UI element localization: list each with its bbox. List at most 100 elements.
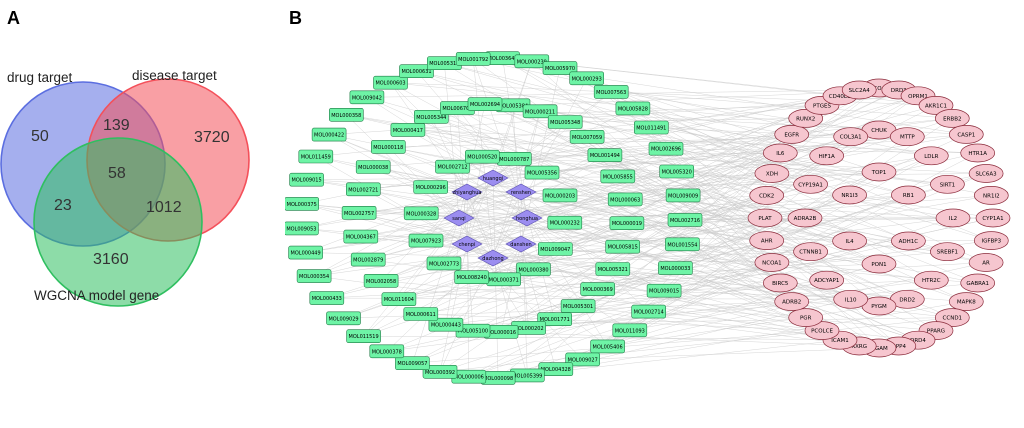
target-node[interactable]: ADCYAP1 — [809, 270, 845, 290]
compound-node[interactable]: MOL011491 — [633, 120, 669, 135]
compound-node[interactable]: MOL004367 — [343, 229, 379, 244]
target-node[interactable]: EGFR — [774, 125, 810, 144]
compound-node[interactable]: MOL000417 — [390, 123, 426, 137]
herb-node[interactable]: chenpi — [451, 235, 483, 253]
target-node[interactable]: IL2 — [935, 208, 971, 228]
target-node[interactable]: ADH1C — [891, 231, 926, 251]
target-node[interactable]: AR — [968, 253, 1004, 272]
compound-node[interactable]: MOL009057 — [395, 356, 430, 371]
compound-node[interactable]: MOL000354 — [296, 269, 332, 283]
compound-node[interactable]: MOL000016 — [483, 324, 519, 339]
target-node[interactable]: CYP19A1 — [793, 174, 828, 194]
target-node[interactable]: SIRT1 — [930, 174, 965, 194]
compound-node[interactable]: MOL002757 — [341, 206, 377, 220]
target-node[interactable]: NCOA1 — [754, 253, 790, 272]
compound-node[interactable]: MOL005301 — [560, 299, 596, 313]
target-node[interactable]: SREBF1 — [930, 242, 965, 262]
target-node[interactable]: AKR1C1 — [918, 96, 954, 115]
target-node[interactable]: SLC2A4 — [841, 80, 877, 100]
compound-node[interactable]: MOL000038 — [355, 160, 391, 174]
compound-node[interactable]: MOL011519 — [346, 329, 381, 344]
compound-node[interactable]: MOL011093 — [612, 323, 648, 338]
compound-node[interactable]: MOL009027 — [565, 352, 601, 367]
target-node[interactable]: LDLR — [913, 146, 949, 166]
compound-node[interactable]: MOL005344 — [414, 110, 449, 124]
compound-node[interactable]: MOL005406 — [590, 339, 625, 354]
compound-node[interactable]: MOL000631 — [399, 64, 434, 78]
target-node[interactable]: PCOLCE — [804, 321, 840, 340]
compound-node[interactable]: MOL000369 — [580, 282, 616, 296]
target-node[interactable]: NR1I2 — [973, 186, 1009, 205]
compound-node[interactable]: MOL000433 — [309, 291, 345, 305]
compound-node[interactable]: MOL000378 — [369, 344, 405, 359]
compound-node[interactable]: MOL009015 — [646, 283, 682, 298]
herb-node[interactable]: zhiyanghua — [451, 183, 483, 201]
compound-node[interactable]: MOL005321 — [595, 262, 631, 276]
compound-node[interactable]: MOL000033 — [658, 261, 693, 275]
compound-node[interactable]: MOL000063 — [607, 192, 643, 207]
target-node[interactable]: MTTP — [889, 127, 925, 147]
compound-node[interactable]: MOL002773 — [426, 256, 462, 271]
compound-node[interactable]: MOL000098 — [480, 371, 516, 385]
target-node[interactable]: PON1 — [861, 254, 897, 274]
compound-node[interactable]: MOL001494 — [587, 148, 623, 162]
compound-node[interactable]: MOL000203 — [542, 188, 578, 203]
compound-node[interactable]: MOL009047 — [538, 242, 573, 256]
compound-node[interactable]: MOL000449 — [288, 245, 323, 260]
target-node[interactable]: AHR — [749, 231, 785, 250]
compound-node[interactable]: MOL005855 — [600, 169, 636, 184]
compound-node[interactable]: MOL000239 — [514, 54, 550, 69]
compound-node[interactable]: MOL005356 — [524, 165, 560, 180]
compound-node[interactable]: MOL000443 — [428, 317, 464, 332]
compound-node[interactable]: MOL007059 — [569, 130, 605, 144]
compound-node[interactable]: MOL006709 — [440, 101, 475, 115]
target-node[interactable]: IL4 — [832, 231, 867, 251]
compound-node[interactable]: MOL001554 — [665, 237, 700, 252]
compound-node[interactable]: MOL000520 — [465, 149, 500, 164]
target-node[interactable]: ADRA2B — [787, 208, 823, 228]
compound-node[interactable]: MOL009053 — [285, 221, 319, 236]
compound-node[interactable]: MOL002712 — [435, 159, 470, 174]
target-node[interactable]: RUNX2 — [788, 109, 824, 128]
compound-node[interactable]: MOL000211 — [522, 104, 558, 119]
compound-node[interactable]: MOL000296 — [413, 180, 448, 194]
herb-node[interactable]: dazhong — [477, 249, 509, 267]
compound-node[interactable]: MOL002696 — [648, 141, 684, 156]
compound-node[interactable]: MOL002721 — [345, 182, 381, 197]
target-node[interactable]: TOP1 — [861, 162, 897, 182]
target-node[interactable]: HTR2C — [913, 270, 949, 290]
target-node[interactable]: SLC6A3 — [968, 164, 1004, 183]
herb-node[interactable]: huangqi — [477, 169, 509, 187]
target-node[interactable]: HIF1A — [809, 146, 845, 166]
compound-node[interactable]: MOL005970 — [542, 61, 578, 75]
target-node[interactable]: NR1I3 — [832, 185, 867, 205]
compound-node[interactable]: MOL008240 — [454, 270, 489, 285]
compound-node[interactable]: MOL000232 — [547, 215, 583, 230]
compound-node[interactable]: MOL007563 — [593, 85, 629, 99]
compound-node[interactable]: MOL000293 — [569, 71, 605, 86]
target-node[interactable]: HTR1A — [960, 143, 996, 163]
compound-node[interactable]: MOL000392 — [422, 364, 458, 379]
compound-node[interactable]: MOL011604 — [381, 292, 417, 307]
compound-node[interactable]: MOL005100 — [455, 323, 491, 338]
herb-node[interactable]: honghua — [511, 209, 543, 227]
compound-node[interactable]: MOL000371 — [486, 272, 521, 287]
target-node[interactable]: ERBB2 — [934, 109, 970, 128]
target-node[interactable]: CCND1 — [934, 308, 970, 327]
herb-node[interactable]: danshen — [505, 235, 537, 253]
compound-node[interactable]: MOL005815 — [605, 239, 641, 254]
target-node[interactable]: COL3A1 — [833, 127, 869, 147]
target-node[interactable]: PGR — [788, 308, 824, 327]
compound-node[interactable]: MOL001792 — [455, 52, 491, 66]
compound-node[interactable]: MOL000118 — [371, 140, 406, 154]
target-node[interactable]: MAPK8 — [948, 292, 984, 311]
compound-node[interactable]: MOL011459 — [298, 149, 334, 164]
target-node[interactable]: IL10 — [833, 289, 869, 309]
target-node[interactable]: XDH — [754, 164, 790, 183]
herb-node[interactable]: renshen — [505, 183, 537, 201]
compound-node[interactable]: MOL009029 — [326, 311, 361, 326]
target-node[interactable]: IGFBP3 — [973, 231, 1009, 250]
target-node[interactable]: RB1 — [891, 185, 926, 205]
compound-node[interactable]: MOL000358 — [328, 108, 364, 122]
target-node[interactable]: CDK2 — [749, 186, 785, 205]
